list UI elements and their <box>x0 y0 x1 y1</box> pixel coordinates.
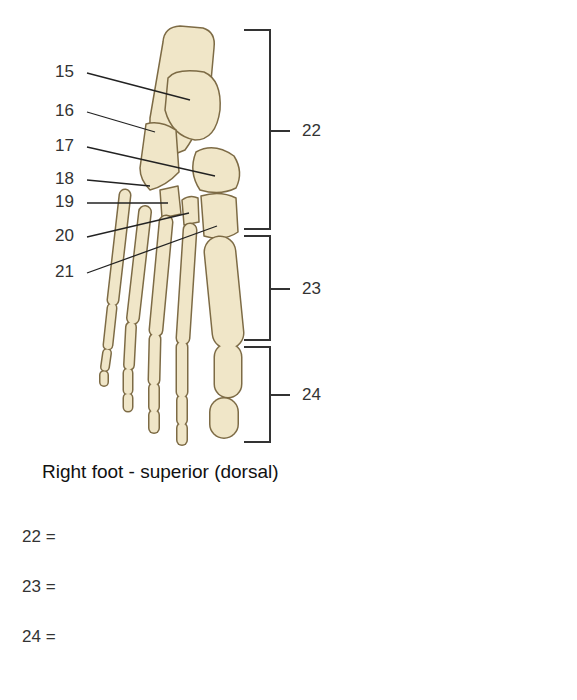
answer-prompt: 23 = <box>22 577 56 597</box>
bracket-number: 24 <box>302 385 321 405</box>
callout-number: 15 <box>55 62 74 82</box>
navicular <box>193 148 240 193</box>
bone-outline <box>123 373 134 390</box>
leader-line <box>87 226 217 273</box>
brackets <box>244 30 290 442</box>
leader-line <box>87 180 150 186</box>
callout-number: 17 <box>55 136 74 156</box>
bone-outline <box>133 212 145 318</box>
metatarsal <box>183 230 190 338</box>
bracket <box>244 30 290 229</box>
callout-number: 18 <box>55 169 74 189</box>
callout-number: 21 <box>55 262 74 282</box>
intermediate-cuneiform <box>182 196 199 225</box>
phalanx <box>150 388 159 407</box>
phalanx <box>105 353 107 367</box>
bone-outline <box>176 347 189 392</box>
bone-outline <box>99 375 109 382</box>
bone-outline <box>154 339 155 380</box>
metatarsal <box>156 222 166 330</box>
answer-prompt: 24 = <box>22 627 56 647</box>
bracket <box>244 347 290 442</box>
figure-caption: Right foot - superior (dorsal) <box>42 461 279 484</box>
leader-line <box>87 147 215 176</box>
bone-outline <box>183 230 190 338</box>
leader-line <box>87 112 155 132</box>
phalanx <box>124 398 132 407</box>
bone-outline <box>123 398 134 407</box>
phalanx <box>108 308 112 345</box>
metatarsal <box>220 252 228 333</box>
callout-number: 16 <box>55 101 74 121</box>
bone-outline <box>214 357 243 384</box>
phalanx <box>124 373 132 390</box>
metatarsal <box>133 212 145 318</box>
leader-line <box>87 73 190 100</box>
phalanx <box>215 357 241 384</box>
callout-number: 19 <box>55 192 74 212</box>
bone-outline <box>108 308 112 345</box>
bracket <box>244 236 290 340</box>
phalanx <box>154 339 155 380</box>
metatarsal <box>113 195 125 300</box>
phalanx <box>178 428 187 440</box>
leader-line <box>87 202 168 203</box>
bone-outline <box>176 428 188 440</box>
bone-outline <box>176 400 188 420</box>
callout-number: 20 <box>55 226 74 246</box>
phalanx <box>177 347 187 392</box>
cuboid <box>140 123 179 190</box>
bone-outline <box>148 388 160 407</box>
bone-outlines <box>104 195 228 440</box>
lateral-cuneiform <box>160 186 181 218</box>
leader-lines <box>87 73 217 273</box>
phalanx <box>129 327 131 365</box>
bone-fills <box>104 195 228 440</box>
bone-outline <box>220 252 228 333</box>
bone-outline <box>209 412 239 424</box>
bone-outline <box>148 415 160 428</box>
bone-outline <box>105 353 107 367</box>
phalanx <box>150 415 159 428</box>
medial-cuneiform <box>201 193 238 238</box>
leader-line <box>87 213 189 237</box>
bone-outline <box>113 195 125 300</box>
phalanx <box>101 375 108 382</box>
answer-prompt: 22 = <box>22 527 56 547</box>
phalanx <box>211 412 238 424</box>
bone-outline <box>129 327 131 365</box>
bracket-number: 23 <box>302 279 321 299</box>
bone-outline <box>156 222 166 330</box>
phalanx <box>178 400 187 420</box>
bracket-number: 22 <box>302 121 321 141</box>
